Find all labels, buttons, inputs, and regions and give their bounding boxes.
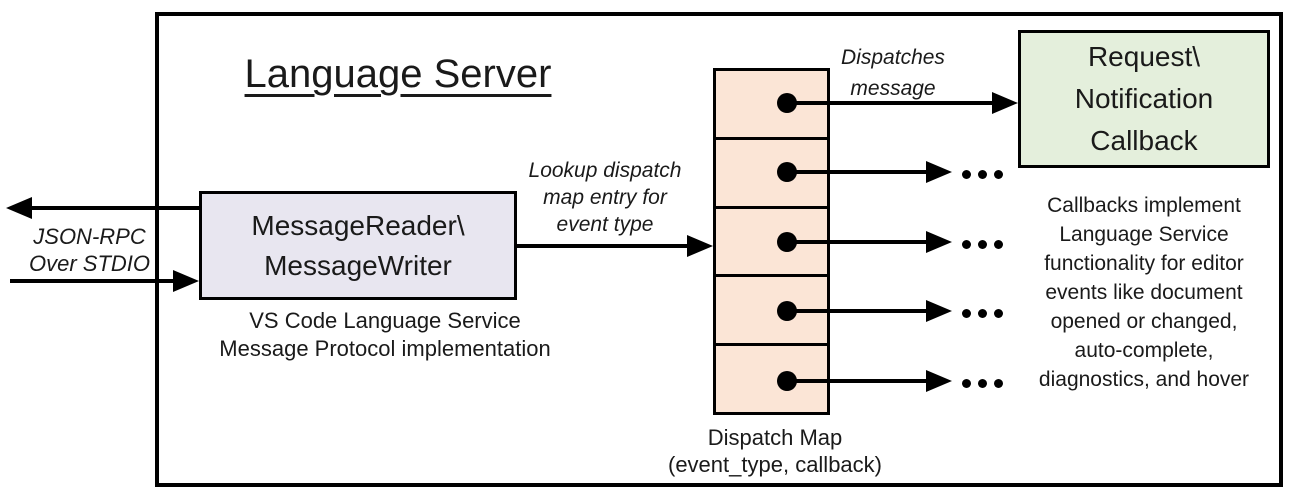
- ellipsis-icon: [962, 240, 1003, 249]
- message-writer-label: MessageWriter: [264, 249, 452, 281]
- dispatch-map-cell: [716, 277, 827, 347]
- dispatches-label-line2: message: [850, 77, 936, 100]
- diagram-title: Language Server: [244, 52, 552, 96]
- lookup-label-line3: event type: [556, 213, 654, 236]
- callback-description: Callbacks implement Language Service fun…: [1008, 191, 1280, 394]
- callback-label-line1: Request\: [1087, 41, 1201, 72]
- stdio-label-line1: JSON-RPC: [33, 224, 146, 249]
- message-reader-label: MessageReader\: [251, 209, 465, 241]
- callback-description-line: auto-complete,: [1074, 339, 1214, 362]
- reader-caption-line1: VS Code Language Service: [249, 308, 521, 333]
- ellipsis-icon: [962, 170, 1003, 179]
- reader-caption-line2: Message Protocol implementation: [219, 336, 551, 361]
- dispatch-map-caption: Dispatch Map (event_type, callback): [650, 424, 900, 478]
- dispatch-map-cell: [716, 209, 827, 278]
- stdio-transport-label: JSON-RPC Over STDIO: [12, 223, 167, 277]
- callback-description-line: Language Service: [1059, 223, 1229, 246]
- callback-description-line: diagnostics, and hover: [1038, 368, 1250, 391]
- callback-description-line: functionality for editor: [1044, 252, 1244, 275]
- dispatch-map-caption-line1: Dispatch Map: [707, 425, 843, 450]
- dispatch-map-caption-line2: (event_type, callback): [668, 452, 882, 477]
- lookup-dispatch-label: Lookup dispatch map entry for event type: [505, 157, 705, 238]
- dispatch-map-table: [713, 68, 830, 415]
- stdio-label-line2: Over STDIO: [28, 251, 150, 276]
- stdio-output-arrowhead-icon: [6, 197, 32, 219]
- dispatch-map-cell: [716, 140, 827, 209]
- request-notification-callback-box: Request\ Notification Callback: [1018, 30, 1270, 168]
- dispatch-map-cell: [716, 71, 827, 140]
- dispatches-label-line1: Dispatches: [841, 46, 945, 69]
- callback-label-line2: Notification: [1074, 83, 1214, 114]
- callback-description-line: Callbacks implement: [1047, 194, 1241, 217]
- callback-description-line: opened or changed,: [1050, 310, 1238, 333]
- dispatches-message-label: Dispatches message: [818, 42, 968, 104]
- ellipsis-icon: [962, 379, 1003, 388]
- language-server-boundary: [155, 12, 1283, 487]
- callback-label-line3: Callback: [1090, 125, 1198, 156]
- ellipsis-icon: [962, 309, 1003, 318]
- lookup-label-line1: Lookup dispatch: [528, 159, 682, 182]
- message-reader-writer-box: MessageReader\ MessageWriter: [199, 191, 517, 300]
- dispatch-map-cell: [716, 346, 827, 412]
- lookup-label-line2: map entry for: [543, 186, 667, 209]
- reader-box-caption: VS Code Language Service Message Protoco…: [180, 307, 590, 363]
- callback-description-line: events like document: [1045, 281, 1243, 304]
